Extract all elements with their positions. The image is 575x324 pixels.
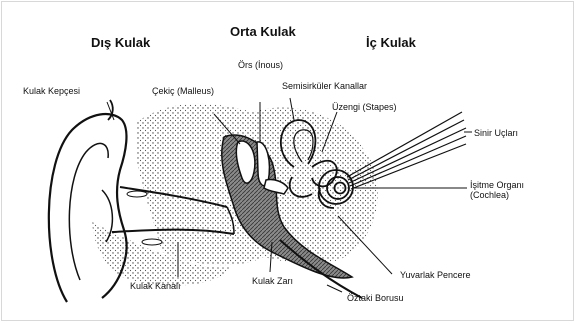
heading-outer-ear: Dış Kulak [91,35,150,50]
heading-inner-ear: İç Kulak [366,35,416,50]
heading-middle-ear: Orta Kulak [230,24,296,39]
label-eustachian-tube: Öztaki Borusu [347,293,404,303]
label-stapes: Üzengi (Stapes) [332,102,397,112]
label-malleus: Çekiç (Malleus) [152,86,214,96]
canal-hair-bottom [142,239,162,245]
pinna-outline [49,114,127,302]
label-cochlea-latin: (Cochlea) [470,190,509,200]
label-semicircular-canals: Semisirküler Kanallar [282,81,367,91]
label-cochlea: İşitme Organı [470,180,524,190]
label-ear-canal: Kulak Kanalı [130,281,181,291]
label-nerve-endings: Sinir Uçları [474,128,518,138]
label-pinna: Kulak Kepçesi [23,86,80,96]
label-incus: Örs (İnous) [238,60,283,70]
canal-hair-top [127,191,147,197]
label-eardrum: Kulak Zarı [252,276,293,286]
label-round-window: Yuvarlak Pencere [400,270,471,280]
